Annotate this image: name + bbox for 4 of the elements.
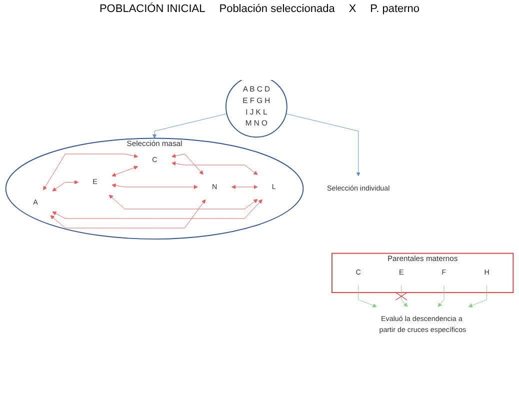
text-label: POBLACIÓN INICIAL [99,3,206,15]
text-label: P. paterno [370,3,420,15]
text-label: Población seleccionada [219,3,335,15]
text-label: X [348,3,356,15]
